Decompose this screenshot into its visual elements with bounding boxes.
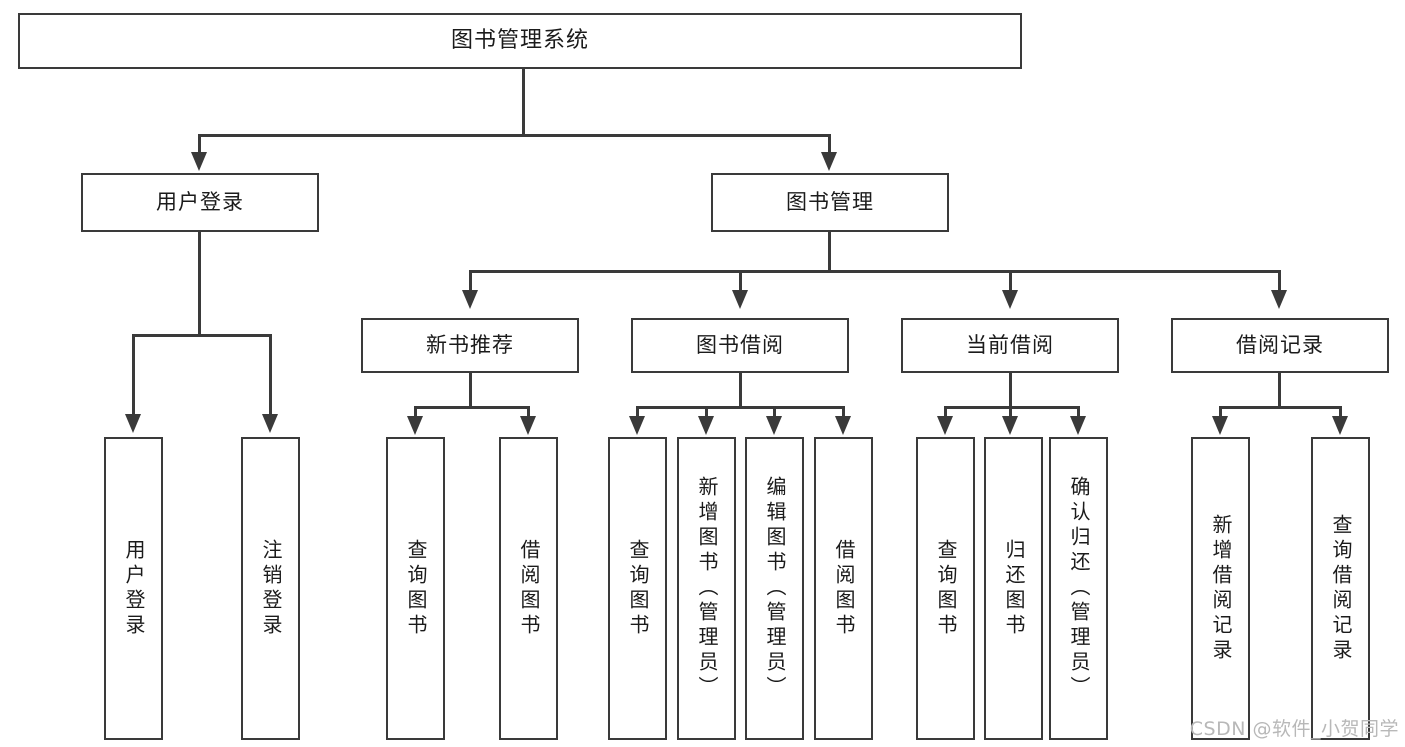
leaf-borrow-record-0-label: 新增借阅记录 <box>1209 513 1233 664</box>
node-current-borrow-label: 当前借阅 <box>966 332 1054 357</box>
leaf-user-login-1[interactable]: 注销登录 <box>241 437 300 740</box>
node-book-borrow-label: 图书借阅 <box>696 332 784 357</box>
leaf-borrow-record-1[interactable]: 查询借阅记录 <box>1311 437 1370 740</box>
node-new-book-rec[interactable]: 新书推荐 <box>361 318 579 373</box>
node-root-system[interactable]: 图书管理系统 <box>18 13 1022 69</box>
arrow-book-borrow-leaf-3 <box>835 416 851 435</box>
leaf-book-borrow-2[interactable]: 编辑图书（管理员） <box>745 437 804 740</box>
leaf-current-borrow-0-label: 查询图书 <box>934 538 958 639</box>
edge-user-login-drop-0 <box>132 334 135 416</box>
edge-current-borrow-stem <box>1009 373 1012 409</box>
edge-user-login-bus <box>132 334 272 337</box>
edge-root-to-book-manage <box>828 134 831 154</box>
arrow-book-manage-child-3 <box>1271 290 1287 309</box>
edge-book-borrow-drop-1 <box>705 406 708 418</box>
edge-book-manage-bus <box>469 270 1281 273</box>
node-borrow-record[interactable]: 借阅记录 <box>1171 318 1389 373</box>
leaf-book-borrow-0-label: 查询图书 <box>626 538 650 639</box>
node-new-book-rec-label: 新书推荐 <box>426 332 514 357</box>
edge-root-to-user-login <box>198 134 201 154</box>
leaf-current-borrow-2-label: 确认归还（管理员） <box>1067 476 1091 701</box>
edge-book-manage-drop-1 <box>739 270 742 292</box>
edge-new-book-rec-stem <box>469 373 472 409</box>
node-user-login[interactable]: 用户登录 <box>81 173 319 232</box>
arrow-new-book-rec-leaf-0 <box>407 416 423 435</box>
arrow-root-to-user-login <box>191 152 207 171</box>
edge-book-borrow-bus <box>636 406 845 409</box>
edge-new-book-rec-bus <box>414 406 530 409</box>
edge-borrow-record-drop-1 <box>1339 406 1342 418</box>
arrow-current-borrow-leaf-2 <box>1070 416 1086 435</box>
arrow-borrow-record-leaf-1 <box>1332 416 1348 435</box>
edge-current-borrow-drop-2 <box>1077 406 1080 418</box>
leaf-book-borrow-1[interactable]: 新增图书（管理员） <box>677 437 736 740</box>
arrow-book-manage-child-2 <box>1002 290 1018 309</box>
edge-borrow-record-drop-0 <box>1219 406 1222 418</box>
arrow-book-manage-child-0 <box>462 290 478 309</box>
arrow-user-login-leaf-1 <box>262 414 278 433</box>
edge-book-borrow-drop-2 <box>773 406 776 418</box>
edge-book-manage-drop-3 <box>1278 270 1281 292</box>
edge-new-book-rec-drop-1 <box>527 406 530 418</box>
edge-book-borrow-stem <box>739 373 742 409</box>
edge-user-login-stem <box>198 232 201 336</box>
leaf-borrow-record-0[interactable]: 新增借阅记录 <box>1191 437 1250 740</box>
edge-borrow-record-bus <box>1219 406 1342 409</box>
arrow-user-login-leaf-0 <box>125 414 141 433</box>
arrow-new-book-rec-leaf-1 <box>520 416 536 435</box>
arrow-borrow-record-leaf-0 <box>1212 416 1228 435</box>
leaf-current-borrow-2[interactable]: 确认归还（管理员） <box>1049 437 1108 740</box>
edge-book-manage-drop-2 <box>1009 270 1012 292</box>
leaf-user-login-1-label: 注销登录 <box>259 538 283 639</box>
arrow-current-borrow-leaf-1 <box>1002 416 1018 435</box>
leaf-book-borrow-1-label: 新增图书（管理员） <box>695 476 719 701</box>
leaf-current-borrow-0[interactable]: 查询图书 <box>916 437 975 740</box>
edge-current-borrow-drop-0 <box>944 406 947 418</box>
leaf-current-borrow-1-label: 归还图书 <box>1002 538 1026 639</box>
edge-new-book-rec-drop-0 <box>414 406 417 418</box>
leaf-user-login-0[interactable]: 用户登录 <box>104 437 163 740</box>
arrow-book-borrow-leaf-2 <box>766 416 782 435</box>
node-user-login-label: 用户登录 <box>156 189 244 214</box>
node-borrow-record-label: 借阅记录 <box>1236 332 1324 357</box>
edge-book-borrow-drop-3 <box>842 406 845 418</box>
node-book-manage[interactable]: 图书管理 <box>711 173 949 232</box>
edge-root-stem <box>522 69 525 136</box>
node-current-borrow[interactable]: 当前借阅 <box>901 318 1119 373</box>
leaf-book-borrow-3-label: 借阅图书 <box>832 538 856 639</box>
node-root-system-label: 图书管理系统 <box>450 27 589 53</box>
edge-book-manage-drop-0 <box>469 270 472 292</box>
leaf-current-borrow-1[interactable]: 归还图书 <box>984 437 1043 740</box>
leaf-book-borrow-2-label: 编辑图书（管理员） <box>763 476 787 701</box>
leaf-borrow-record-1-label: 查询借阅记录 <box>1329 513 1353 664</box>
leaf-book-borrow-0[interactable]: 查询图书 <box>608 437 667 740</box>
leaf-new-book-rec-1-label: 借阅图书 <box>517 538 541 639</box>
edge-current-borrow-bus <box>944 406 1080 409</box>
arrow-book-borrow-leaf-1 <box>698 416 714 435</box>
leaf-new-book-rec-0-label: 查询图书 <box>404 538 428 639</box>
node-book-borrow[interactable]: 图书借阅 <box>631 318 849 373</box>
edge-book-borrow-drop-0 <box>636 406 639 418</box>
edge-borrow-record-stem <box>1278 373 1281 409</box>
arrow-book-borrow-leaf-0 <box>629 416 645 435</box>
leaf-book-borrow-3[interactable]: 借阅图书 <box>814 437 873 740</box>
arrow-book-manage-child-1 <box>732 290 748 309</box>
edge-current-borrow-drop-1 <box>1009 406 1012 418</box>
leaf-new-book-rec-1[interactable]: 借阅图书 <box>499 437 558 740</box>
leaf-new-book-rec-0[interactable]: 查询图书 <box>386 437 445 740</box>
edge-user-login-drop-1 <box>269 334 272 416</box>
node-book-manage-label: 图书管理 <box>786 189 874 214</box>
arrow-root-to-book-manage <box>821 152 837 171</box>
arrow-current-borrow-leaf-0 <box>937 416 953 435</box>
leaf-user-login-0-label: 用户登录 <box>122 538 146 639</box>
edge-root-bus <box>198 134 831 137</box>
edge-book-manage-stem <box>828 232 831 272</box>
